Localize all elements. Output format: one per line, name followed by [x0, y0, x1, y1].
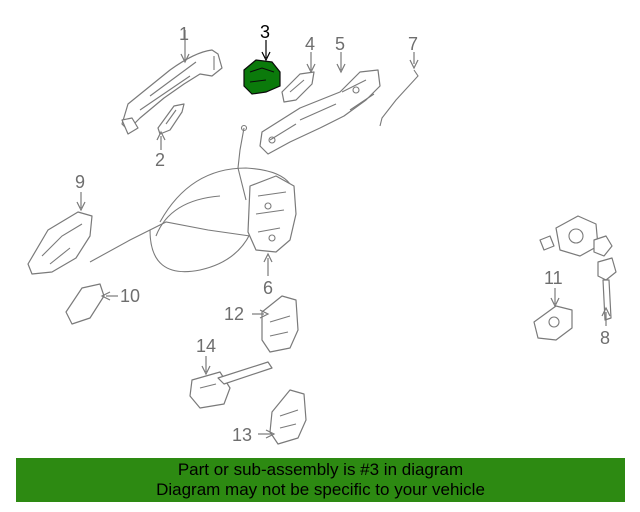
- part-9-inside-handle[interactable]: [27, 211, 93, 275]
- callout-10-arrowhead: [100, 291, 111, 301]
- callout-7-arrowhead: [409, 59, 419, 70]
- callout-10[interactable]: 10: [120, 286, 140, 306]
- part-5-handle-frame[interactable]: [259, 69, 381, 155]
- part-14-door-check[interactable]: [189, 361, 273, 409]
- callout-14[interactable]: 14: [196, 336, 216, 356]
- callout-1[interactable]: 1: [179, 24, 189, 44]
- callout-14-arrowhead: [201, 365, 211, 376]
- info-banner: Part or sub-assembly is #3 in diagram Di…: [16, 458, 625, 502]
- callout-5[interactable]: 5: [335, 34, 345, 54]
- part-2-escutcheon[interactable]: [157, 103, 185, 135]
- callout-9-arrowhead: [76, 201, 86, 212]
- part-3-highlighted[interactable]: [243, 59, 281, 95]
- callout-11[interactable]: 11: [544, 268, 563, 288]
- callout-9[interactable]: 9: [75, 172, 85, 192]
- callout-3[interactable]: 3: [260, 22, 270, 42]
- callout-8-arrowhead: [601, 306, 611, 317]
- callout-8[interactable]: 8: [600, 328, 610, 348]
- part-7-rod[interactable]: [379, 69, 419, 127]
- callout-6-arrowhead: [263, 252, 273, 263]
- part-4-gasket[interactable]: [281, 71, 315, 103]
- callout-1-arrowhead: [180, 53, 190, 64]
- part-10-pad[interactable]: [65, 283, 105, 325]
- part-11-bezel[interactable]: [533, 305, 573, 341]
- banner-line-disclaimer: Diagram may not be specific to your vehi…: [156, 480, 485, 499]
- callout-4[interactable]: 4: [305, 34, 315, 54]
- callout-6[interactable]: 6: [263, 278, 273, 298]
- callout-2-arrowhead: [156, 130, 166, 141]
- banner-line-part: Part or sub-assembly is #3 in diagram: [177, 460, 464, 479]
- part-8-lock-cylinder-key[interactable]: [539, 215, 617, 321]
- callout-13-arrowhead: [265, 429, 276, 439]
- callout-7[interactable]: 7: [408, 34, 418, 54]
- part-6-latch-assembly[interactable]: [89, 124, 297, 273]
- part-1-outside-handle[interactable]: [121, 49, 223, 135]
- callout-5-arrowhead: [336, 63, 346, 74]
- callout-13[interactable]: 13: [232, 425, 252, 445]
- callout-2[interactable]: 2: [155, 150, 165, 170]
- part-13-striker-lower[interactable]: [269, 389, 307, 445]
- callout-12-arrowhead: [259, 309, 270, 319]
- callout-11-arrowhead: [550, 297, 560, 308]
- callout-4-arrowhead: [306, 63, 316, 74]
- callout-12[interactable]: 12: [224, 304, 244, 324]
- part-12-striker[interactable]: [261, 295, 299, 353]
- callout-3-arrowhead: [261, 51, 271, 62]
